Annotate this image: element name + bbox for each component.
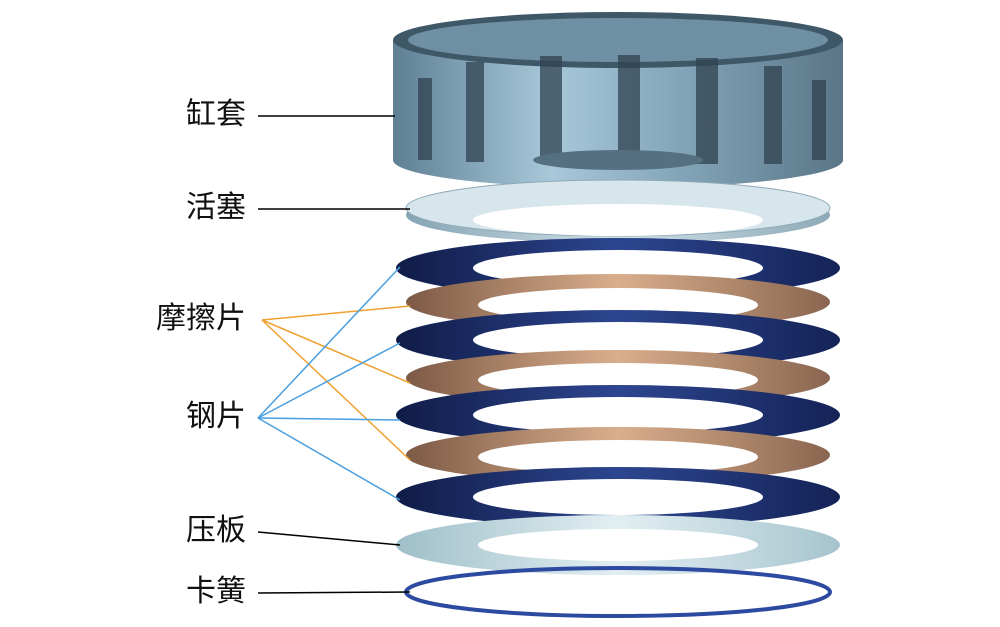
pressure-plate (396, 515, 840, 575)
label-piston: 活塞 (186, 190, 246, 225)
friction-disc (406, 427, 830, 483)
leader-line-friction (261, 305, 411, 321)
label-steel-disc: 钢片 (186, 399, 246, 434)
leader-lines (257, 115, 411, 594)
leader-line-friction (261, 319, 411, 461)
leader-line-friction (261, 319, 411, 384)
leader-line-steel (257, 417, 401, 501)
steel-disc (396, 385, 840, 445)
leader-line-steel (257, 417, 401, 421)
steel-disc (396, 467, 840, 527)
leader-line-steel (257, 342, 401, 419)
label-friction-disc: 摩擦片 (156, 301, 246, 336)
leader-line-pressure-plate (257, 531, 401, 546)
snap-ring (404, 566, 832, 618)
cylinder-sleeve (393, 12, 843, 188)
disc-stack (396, 238, 840, 527)
label-pressure-plate: 压板 (186, 513, 246, 548)
label-cylinder-sleeve: 缸套 (186, 97, 246, 132)
leader-line-snap-ring (257, 591, 411, 594)
label-snap-ring: 卡簧 (186, 574, 246, 609)
leader-line-steel (257, 266, 401, 419)
piston (405, 179, 831, 243)
